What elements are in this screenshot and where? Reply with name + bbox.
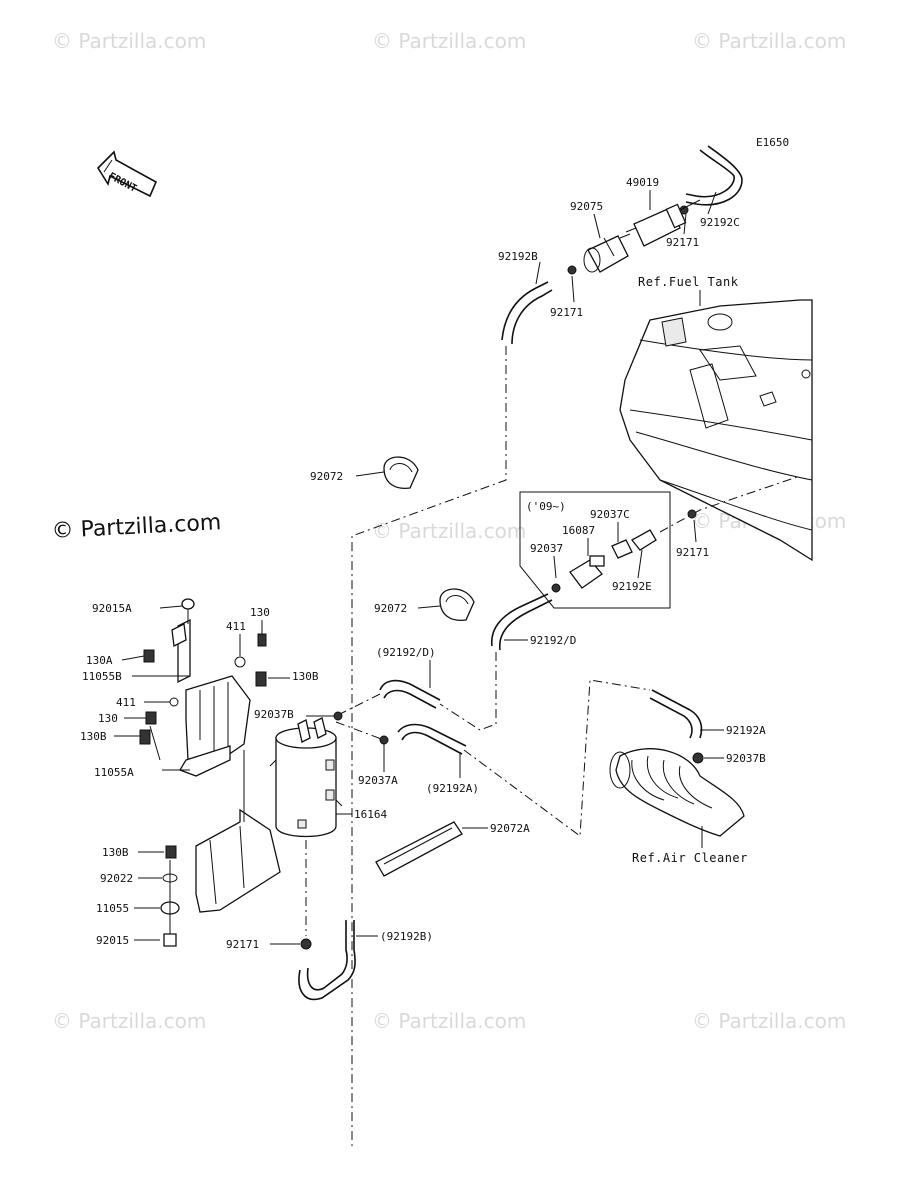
washer-icon — [234, 656, 246, 668]
part-label: 92171 — [676, 546, 709, 559]
watermark-main: © Partzilla.com — [51, 510, 222, 544]
bolt-icon — [255, 671, 267, 687]
fuel-filter-49019 — [619, 145, 743, 247]
part-label: 92072 — [310, 470, 343, 483]
model-year-note: ('09~) — [526, 500, 566, 513]
part-label: 11055 — [96, 902, 129, 915]
clamp-icon — [333, 711, 343, 721]
part-label: 130B — [292, 670, 319, 683]
strap-92072A — [375, 821, 463, 877]
part-label: 130 — [98, 712, 118, 725]
washer-icon — [169, 697, 179, 707]
part-label: (92192A) — [426, 782, 479, 795]
nut-icon — [163, 933, 177, 947]
part-label: (92192/D) — [376, 646, 436, 659]
part-label: 92075 — [570, 200, 603, 213]
part-label: 92037 — [530, 542, 563, 555]
bolt-icon — [139, 729, 151, 745]
part-label: 92192/D — [530, 634, 576, 647]
diagram-code: E1650 — [756, 136, 789, 149]
clamp-icon — [687, 509, 697, 519]
clamp-92072-b — [439, 588, 475, 622]
part-label: 92037A — [358, 774, 398, 787]
part-label: 92192C — [700, 216, 740, 229]
part-label: 11055A — [94, 766, 134, 779]
bolt-icon — [145, 711, 157, 725]
model-year-box — [519, 491, 671, 609]
clamp-icon — [567, 265, 577, 275]
part-label: 92072A — [490, 822, 530, 835]
clamp-icon — [692, 752, 704, 764]
watermark: © Partzilla.com — [692, 29, 846, 53]
part-label: 92037B — [726, 752, 766, 765]
clamp-92072-a — [383, 456, 419, 490]
part-label: 92015 — [96, 934, 129, 947]
ref-air-cleaner-label: Ref.Air Cleaner — [632, 851, 748, 865]
part-label: 92192A — [726, 724, 766, 737]
part-label: 130A — [86, 654, 113, 667]
front-arrow-icon: FRONT — [96, 150, 158, 198]
part-label: 130B — [80, 730, 107, 743]
part-label: 92015A — [92, 602, 132, 615]
part-label: 92171 — [226, 938, 259, 951]
watermark: © Partzilla.com — [52, 1009, 206, 1033]
part-label: 16087 — [562, 524, 595, 537]
part-label: 130B — [102, 846, 129, 859]
part-label: 411 — [116, 696, 136, 709]
part-label: 11055B — [82, 670, 122, 683]
watermark: © Partzilla.com — [372, 1009, 526, 1033]
front-label: FRONT — [107, 171, 139, 195]
part-label: 92037B — [254, 708, 294, 721]
bolt-icon — [257, 633, 267, 647]
watermark: © Partzilla.com — [372, 29, 526, 53]
part-label: 16164 — [354, 808, 387, 821]
part-label: 92192E — [612, 580, 652, 593]
part-label: 92072 — [374, 602, 407, 615]
clamp-icon — [551, 583, 561, 593]
part-label: 92037C — [590, 508, 630, 521]
watermark: © Partzilla.com — [692, 1009, 846, 1033]
canister-16164 — [269, 717, 343, 838]
part-label: 130 — [250, 606, 270, 619]
bracket-assembly — [171, 618, 281, 913]
watermark: © Partzilla.com — [372, 519, 526, 543]
bolt-icon — [143, 649, 155, 663]
ref-fuel-tank-label: Ref.Fuel Tank — [638, 275, 739, 289]
valve-16087 — [569, 529, 657, 589]
clamp-icon — [300, 938, 312, 950]
part-label: (92192B) — [380, 930, 433, 943]
part-label: 49019 — [626, 176, 659, 189]
part-label: 92171 — [666, 236, 699, 249]
part-label: 92022 — [100, 872, 133, 885]
part-label: 92192B — [498, 250, 538, 263]
part-label: 411 — [226, 620, 246, 633]
fuel-tank — [619, 299, 813, 562]
bolt-icon — [165, 845, 177, 859]
grommet-92015A — [181, 598, 195, 610]
watermark: © Partzilla.com — [52, 29, 206, 53]
part-label: 92171 — [550, 306, 583, 319]
air-cleaner-duct — [609, 748, 745, 837]
pump-92075 — [583, 235, 629, 273]
